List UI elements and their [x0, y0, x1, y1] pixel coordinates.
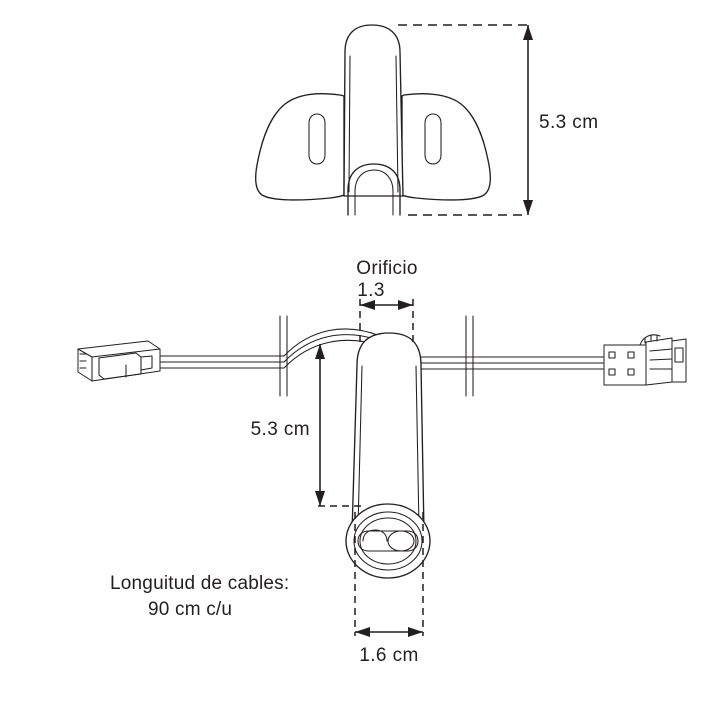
right-connector-end-window [674, 347, 684, 363]
sensor-cylinder-right-edge [415, 365, 420, 529]
left-connector-body [77, 340, 161, 382]
clip-fork-outer [347, 163, 401, 216]
orificio-callout-label: Orificio [356, 258, 418, 279]
clip-center-right-edge [395, 55, 399, 193]
arrowhead-up [315, 344, 325, 359]
arrowhead-down [315, 491, 325, 506]
clip-right-slot [424, 113, 442, 165]
sensor-cylinder-left-edge [357, 365, 363, 529]
right-connector-shroud [645, 337, 673, 386]
right-connector-contact-3 [627, 351, 635, 359]
cable-length-note: Longuitud de cables: 90 cm c/u [110, 573, 289, 620]
right-connector [603, 334, 687, 386]
clip-right-wing [401, 93, 492, 201]
right-connector-contact-2 [608, 368, 616, 376]
clip-center-body [343, 24, 404, 197]
top-view-group: 5.3 cm [254, 24, 598, 216]
body-diameter-dimension-label: 1.6 cm [359, 645, 418, 666]
right-cable-group [420, 356, 605, 370]
bottom-view-group: 1.3 Orificio 5.3 cm 1.6 cm Longuitud de … [77, 258, 687, 666]
left-cable-break-mark [279, 315, 288, 397]
cable-length-note-line1: Longuitud de cables: [110, 573, 289, 594]
arrowhead-left [355, 627, 370, 637]
left-connector [77, 340, 161, 382]
arrowhead-left [360, 300, 375, 310]
clip-left-slot [308, 113, 326, 165]
right-connector-contact-1 [608, 351, 616, 359]
right-connector-body [603, 344, 647, 386]
left-connector-latch [98, 352, 142, 380]
clip-left-wing [254, 93, 345, 201]
top-dimension-5p3 [523, 25, 533, 215]
arrowhead-up [523, 25, 533, 40]
clip-center-left-edge [348, 55, 351, 193]
arrowhead-right [408, 627, 423, 637]
sensor-face-inner-ring [353, 511, 423, 571]
left-cable-curve-outer [283, 328, 381, 357]
right-connector-end-cap [671, 338, 687, 383]
body-height-dimension-group: 5.3 cm [251, 344, 365, 507]
cable-length-note-line2: 90 cm c/u [148, 599, 232, 620]
orificio-dimension-group: 1.3 Orificio [356, 258, 418, 346]
right-connector-contact-4 [627, 368, 635, 376]
top-height-dimension-label: 5.3 cm [539, 112, 598, 133]
sensor-lens-right [387, 530, 415, 552]
sensor-lens-left [362, 529, 388, 542]
right-connector-slot-1 [649, 348, 673, 352]
sensor-cylinder-body [351, 332, 425, 534]
orificio-value-label: 1.3 [357, 280, 385, 301]
sensor-face-bezel [359, 517, 417, 565]
left-connector-nose [140, 355, 153, 371]
left-cable-group [159, 355, 285, 369]
body-height-dimension-label: 5.3 cm [251, 419, 310, 440]
sensor-window-oblong [357, 530, 419, 552]
arrowhead-right [398, 300, 413, 310]
right-connector-slot-2 [649, 358, 673, 361]
clip-fork-inner [354, 169, 394, 216]
body-diameter-dimension-group: 1.6 cm [354, 512, 424, 666]
right-cable-break-mark [465, 315, 474, 397]
right-connector-clip-top [639, 334, 661, 346]
arrowhead-down [523, 200, 533, 215]
